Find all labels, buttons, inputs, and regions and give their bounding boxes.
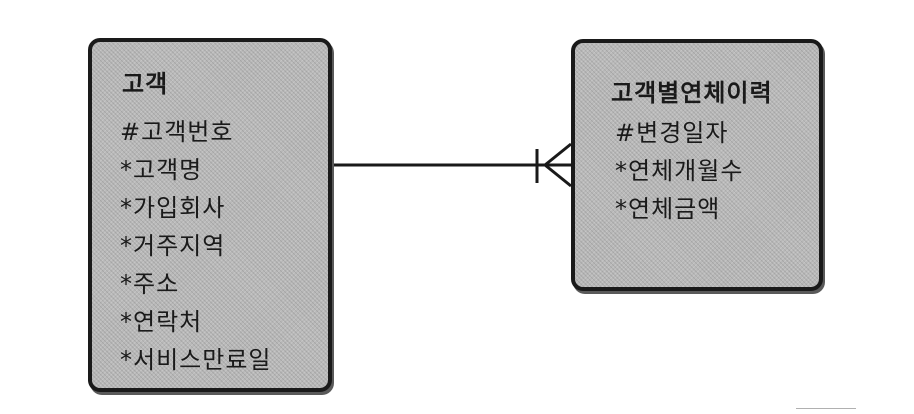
entity-title-overdue-history: 고객별연체이력 xyxy=(611,79,773,107)
attribute-address: *주소 xyxy=(120,270,180,298)
scan-mark xyxy=(796,408,856,409)
attribute-change-date: #변경일자 xyxy=(615,119,729,147)
attribute-customer-name: *고객명 xyxy=(120,156,203,184)
attribute-service-expiry-date: *서비스만료일 xyxy=(120,346,272,374)
entity-customer: 고객 #고객번호 *고객명 *가입회사 *거주지역 *주소 *연락처 *서비스만… xyxy=(88,38,332,392)
crows-foot-lower xyxy=(544,163,572,188)
attribute-residence-region: *거주지역 xyxy=(120,232,226,260)
entity-title-customer: 고객 xyxy=(122,70,169,98)
entity-overdue-history: 고객별연체이력 #변경일자 *연체개월수 *연체금액 xyxy=(571,39,823,291)
attribute-customer-number: #고객번호 xyxy=(120,118,234,146)
attribute-subscribed-company: *가입회사 xyxy=(120,194,226,222)
attribute-contact: *연락처 xyxy=(120,308,203,336)
crows-foot-upper xyxy=(544,142,572,167)
attribute-overdue-months: *연체개월수 xyxy=(615,157,744,185)
attribute-overdue-amount: *연체금액 xyxy=(615,195,721,223)
